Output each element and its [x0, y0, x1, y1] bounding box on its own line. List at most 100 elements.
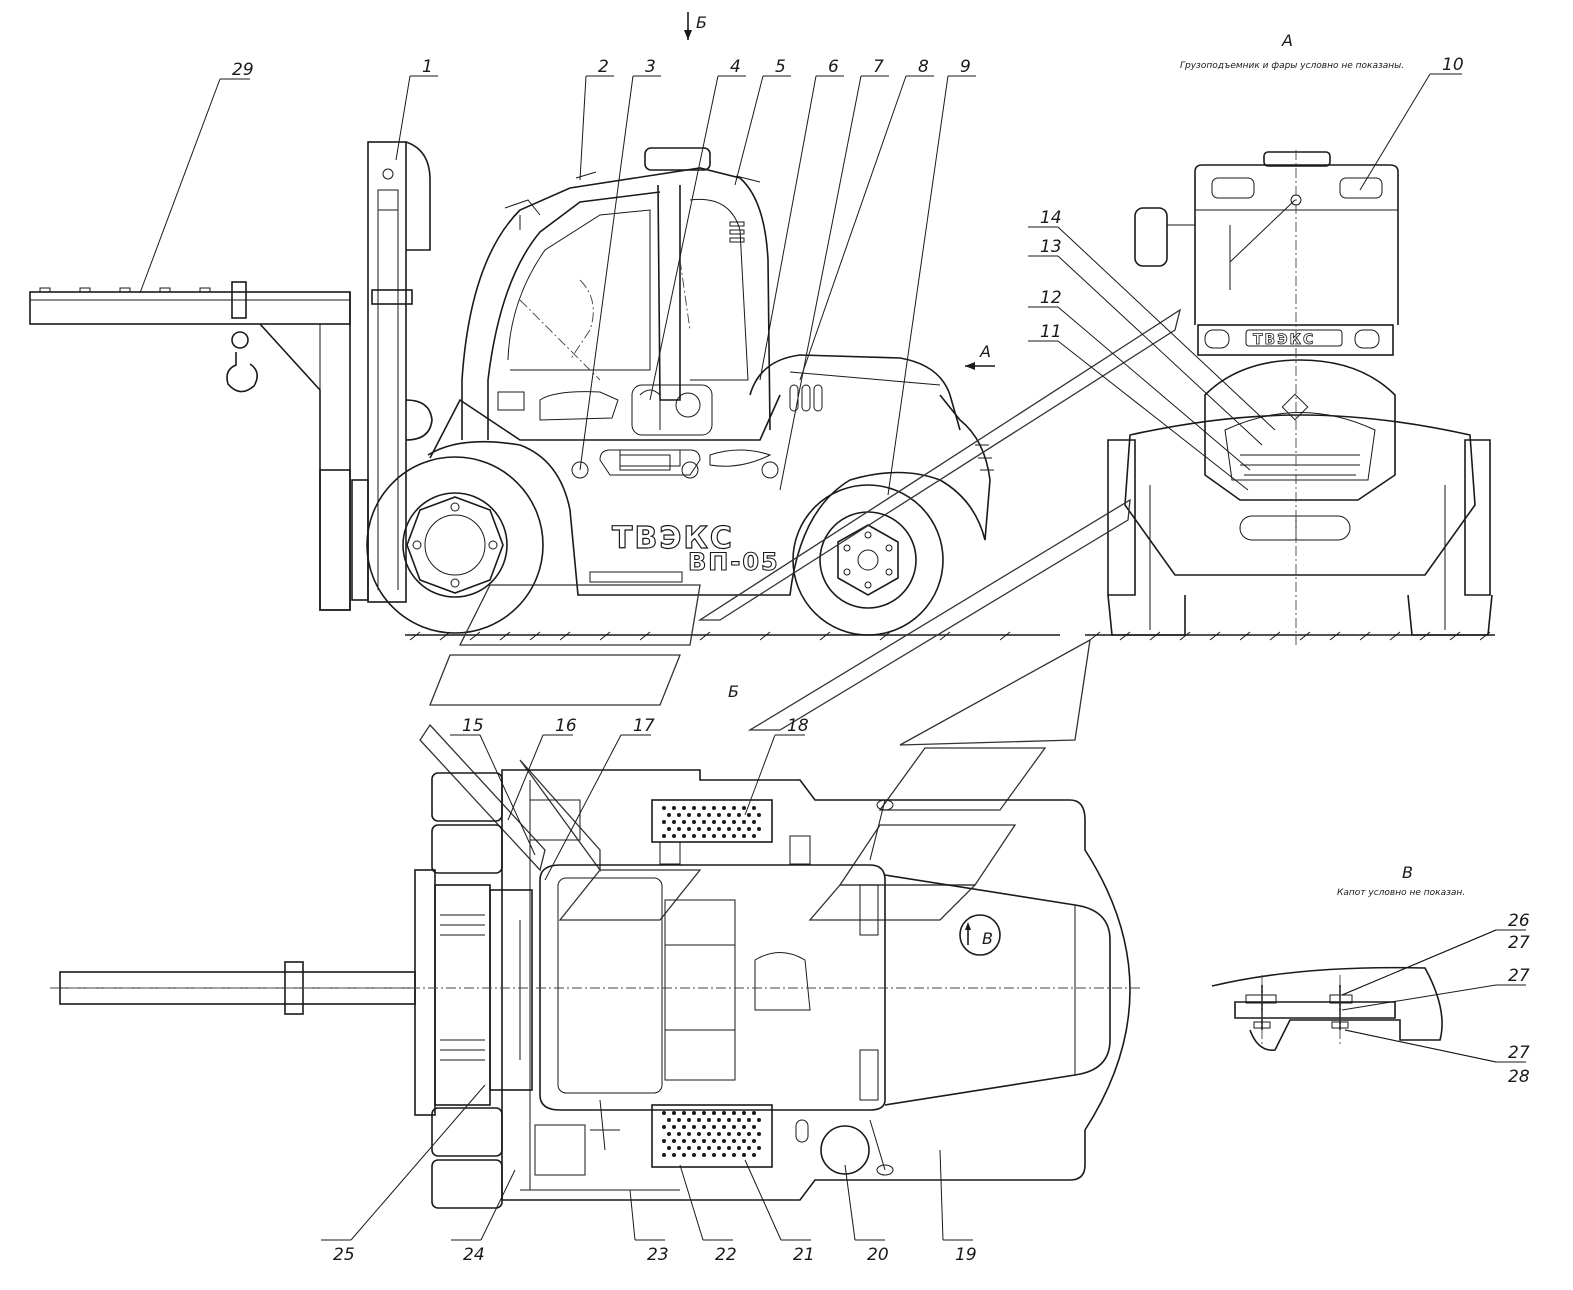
callout-28: 27: [1341, 966, 1530, 1011]
step-dot: [737, 1118, 741, 1122]
step-dot: [712, 1139, 716, 1143]
step-dot: [752, 1153, 756, 1157]
step-dot: [722, 820, 726, 824]
step-dot: [697, 1146, 701, 1150]
brand-logo-front: ТВЭКС: [1253, 332, 1315, 348]
crane-jib: [29, 281, 351, 611]
callout-number: 11: [1040, 322, 1062, 342]
step-dot: [712, 1111, 716, 1115]
callout-number: 16: [555, 716, 577, 736]
step-dot: [702, 1153, 706, 1157]
step-dot: [682, 1139, 686, 1143]
callout-leader: [779, 75, 862, 491]
step-dot: [712, 1153, 716, 1157]
callout-number: 12: [1040, 288, 1062, 308]
step-dot: [692, 806, 696, 810]
callout-number: 13: [1040, 237, 1062, 257]
callout-number: 29: [232, 60, 254, 80]
step-dot: [747, 827, 751, 831]
detail-view: В Капот условно не показан.: [1211, 863, 1465, 1051]
view-arrow-b: Б: [684, 12, 707, 40]
step-pattern-bottom: [662, 1111, 761, 1157]
step-dot: [662, 834, 666, 838]
step-dot: [757, 1132, 761, 1136]
callout-leader: [350, 1084, 486, 1241]
step-dot: [667, 827, 671, 831]
callout-7: 7: [779, 57, 889, 491]
step-dot: [712, 834, 716, 838]
step-dot: [692, 1125, 696, 1129]
callout-number: 14: [1040, 208, 1062, 228]
callout-leader: [744, 1159, 782, 1241]
step-dot: [717, 813, 721, 817]
step-dot: [742, 820, 746, 824]
step-dot: [732, 806, 736, 810]
callout-number: 15: [462, 716, 484, 736]
step-dot: [707, 1146, 711, 1150]
callout-23: 23: [629, 1189, 669, 1265]
side-view: ТВЭКС ВП-05 Б А: [29, 12, 1060, 641]
callout-number: 21: [793, 1245, 815, 1265]
step-dot: [732, 820, 736, 824]
callout-leader: [1057, 340, 1249, 491]
callout-number: 26: [1508, 911, 1530, 931]
callout-9: 9: [887, 57, 976, 496]
callout-number: 2: [598, 57, 609, 77]
step-dot: [677, 1146, 681, 1150]
step-dot: [667, 813, 671, 817]
callout-leader: [579, 75, 634, 471]
callout-number: 23: [647, 1245, 669, 1265]
callout-number: 3: [645, 57, 656, 77]
step-dot: [737, 827, 741, 831]
step-dot: [737, 1146, 741, 1150]
callout-1: 1: [395, 57, 438, 161]
step-dot: [747, 813, 751, 817]
step-dot: [682, 1125, 686, 1129]
step-dot: [677, 827, 681, 831]
callout-number: 7: [873, 57, 884, 77]
step-dot: [677, 1132, 681, 1136]
callout-leader: [480, 1169, 516, 1241]
step-dot: [702, 820, 706, 824]
callout-10: 10: [1359, 55, 1464, 191]
step-dot: [757, 827, 761, 831]
step-dot: [722, 1125, 726, 1129]
detail-view-note: Капот условно не показан.: [1337, 888, 1465, 898]
callout-leader: [799, 75, 907, 381]
callout-leader: [544, 734, 622, 881]
step-dot: [737, 1132, 741, 1136]
callout-leader: [1341, 929, 1497, 996]
callout-19: 19: [939, 1149, 977, 1265]
step-dot: [692, 820, 696, 824]
step-dot: [752, 820, 756, 824]
step-dot: [702, 1125, 706, 1129]
callout-number: 19: [955, 1245, 977, 1265]
step-dot: [687, 827, 691, 831]
callout-number: 17: [633, 716, 655, 736]
step-dot: [687, 1146, 691, 1150]
step-dot: [752, 806, 756, 810]
callout-number: 28: [1508, 1067, 1530, 1087]
step-dot: [697, 1132, 701, 1136]
callout-5: 5: [734, 57, 791, 186]
callout-leader: [1344, 1029, 1497, 1063]
step-dot: [732, 1111, 736, 1115]
callout-leader: [139, 78, 221, 294]
step-dot: [662, 1153, 666, 1157]
callout-12: 12: [1028, 288, 1251, 471]
step-dot: [752, 834, 756, 838]
callout-27: 27: [1341, 929, 1530, 996]
step-dot: [747, 1146, 751, 1150]
callout-leader: [887, 75, 949, 496]
callout-16: 16: [507, 716, 577, 821]
step-dot: [707, 1132, 711, 1136]
step-dot: [727, 827, 731, 831]
callout-11: 11: [1028, 322, 1249, 491]
step-dot: [687, 1132, 691, 1136]
callout-number: 27: [1508, 1043, 1530, 1063]
callout-number: 10: [1442, 55, 1464, 75]
top-view: Б: [50, 682, 1140, 1209]
detail-view-title: В: [1402, 863, 1413, 882]
callout-leader: [759, 75, 817, 381]
callout-number: 1: [422, 57, 433, 77]
